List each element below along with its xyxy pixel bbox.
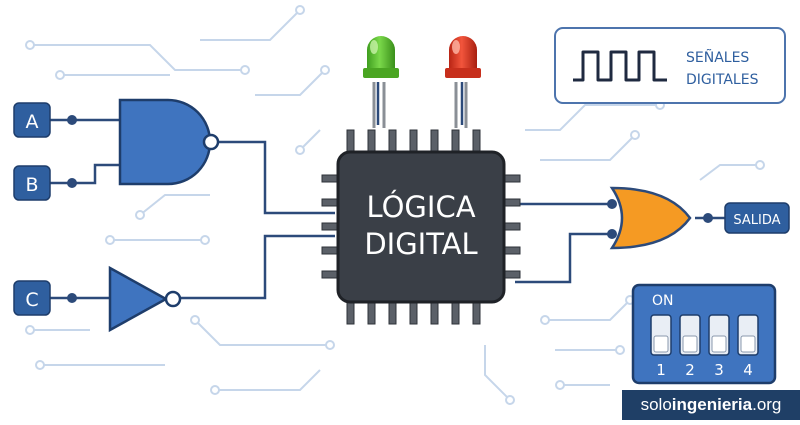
square-wave-icon [573,50,667,82]
dip-switch: ON 1 2 3 4 [631,283,777,385]
green-led [363,36,399,128]
dip-switch-knob-4 [740,335,756,353]
input-c-label: C [25,289,38,311]
watermark-part-2: ingenieria [671,395,753,414]
circuit-wires [50,82,725,300]
dip-switch-number-2: 2 [685,361,695,379]
signals-label-line2: DIGITALES [686,72,759,88]
input-c-box: C [13,280,51,316]
dip-switch-knob-3 [711,335,727,353]
or-gate [609,186,692,250]
and-gate-inverter-bubble [202,133,220,151]
and-gate [118,98,220,186]
dip-switch-knob-1 [653,335,669,353]
input-a-label: A [26,111,39,133]
output-box: SALIDA [724,202,790,234]
input-b-label: B [25,174,38,196]
watermark-part-3: .org [752,395,782,414]
signals-box: SEÑALES DIGITALES [554,27,786,104]
not-gate [108,265,182,333]
dip-switch-knob-2 [682,335,698,353]
watermark-part-1: solo [640,395,672,414]
not-gate-inverter-bubble [164,290,182,308]
chip-pins [321,129,521,325]
output-label: SALIDA [733,213,780,228]
dip-switch-title: ON [652,293,674,309]
signals-label-line1: SEÑALES [686,49,749,66]
pcb-traces [30,9,760,401]
pcb-trace-pads [25,5,765,405]
input-b-box: B [13,165,51,201]
wire-junctions [67,115,713,303]
input-a-box: A [13,102,51,138]
dip-switch-number-1: 1 [656,361,666,379]
dip-switch-number-4: 4 [743,361,753,379]
chip-label-line1: LÓGICA [366,190,475,224]
logic-chip: LÓGICA DIGITAL [336,150,506,304]
watermark: soloingenieria.org [622,390,800,420]
red-led [445,36,481,128]
chip-label-line2: DIGITAL [364,227,477,261]
dip-switch-number-3: 3 [714,361,724,379]
